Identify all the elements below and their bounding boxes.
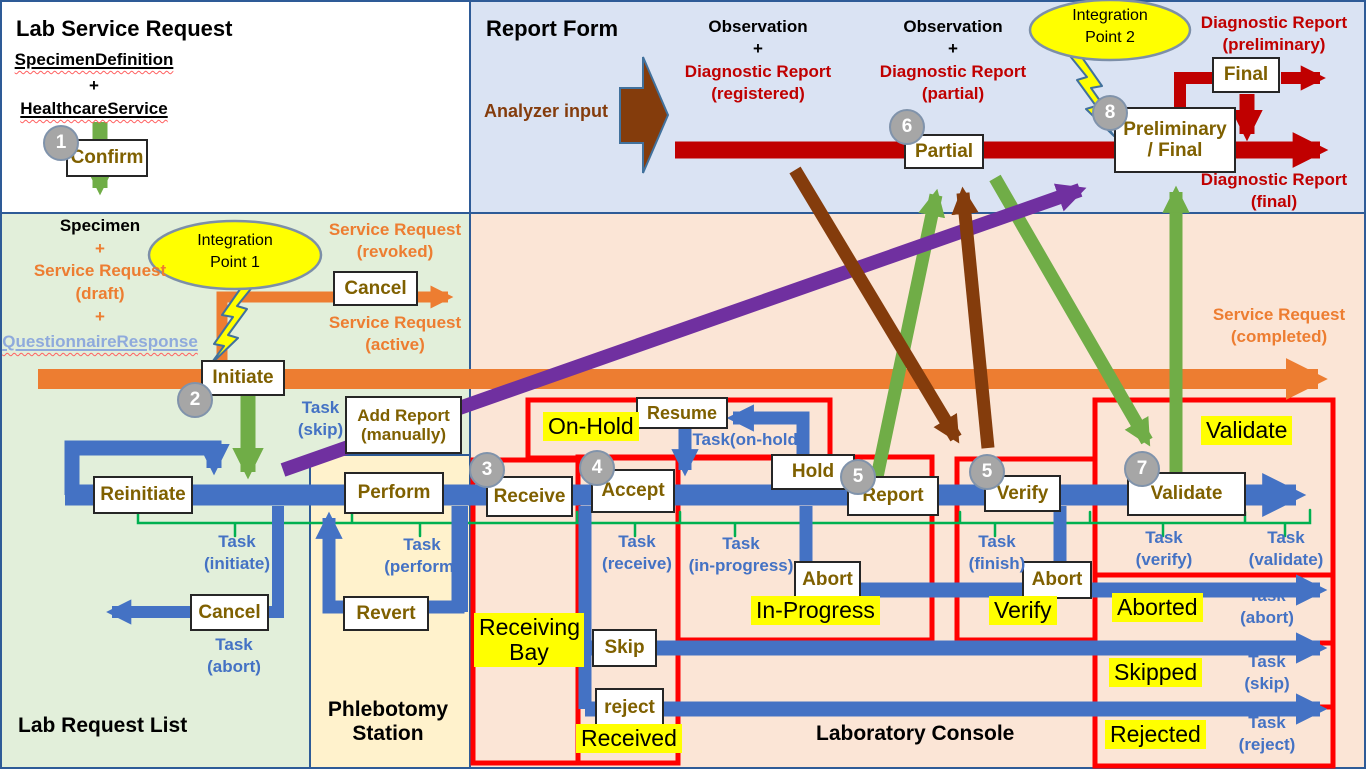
plus-sign: + (95, 239, 105, 258)
skip-box: Skip (592, 629, 657, 667)
confirm-box: Confirm (66, 139, 148, 177)
step-circle-8: 8 (1092, 95, 1128, 131)
label-analyzer-input: Analyzer input (484, 101, 609, 121)
receive-box: Receive (486, 476, 573, 517)
step-circle-5b: 5 (969, 454, 1005, 490)
task-receive: Task (receive) (602, 532, 672, 574)
label-diagnostic-partial: Diagnostic Report (partial) (879, 62, 1027, 104)
task-abort-right: Task (abort) (1240, 586, 1294, 628)
add-report-box: Add Report (manually) (345, 396, 462, 454)
integration-point-2-oval (1028, 0, 1192, 62)
state-skipped: Skipped (1109, 658, 1203, 687)
initiate-box: Initiate (201, 360, 285, 396)
label-observation-1: Observation + (708, 17, 808, 59)
perform-box: Perform (344, 472, 444, 514)
panel-title-lab-service-request: Lab Service Request (16, 16, 233, 41)
brown-arrows (789, 166, 995, 449)
task-finish: Task (finish) (968, 532, 1026, 574)
resource-service-request: Service Request (33, 261, 167, 280)
task-skip-left: Task (skip) (297, 398, 344, 440)
task-perform: Task (perform) (384, 535, 460, 577)
task-bracket (136, 508, 1312, 538)
analyzer-to-verify-arrow (789, 166, 962, 444)
integration-callouts (147, 0, 1192, 366)
label-diagnostic-registered: Diagnostic Report (registered) (684, 62, 832, 104)
task-abort-left: Task (abort) (207, 635, 261, 677)
resume-box: Resume (636, 397, 728, 429)
cancel-request-box: Cancel (333, 271, 418, 306)
preliminary-branch (1174, 72, 1214, 109)
state-aborted: Aborted (1112, 593, 1203, 622)
step-circle-5a: 5 (840, 459, 876, 495)
label-observation-2: Observation + (903, 17, 1003, 59)
reinitiate-loop (64, 440, 230, 495)
resource-healthcare-service: HealthcareService (20, 99, 168, 118)
analyzer-input-arrow (619, 56, 670, 174)
state-received: Received (576, 724, 682, 753)
verify-to-partial-arrow (951, 186, 995, 449)
final-box: Final (1212, 57, 1280, 93)
label-diagnostic-preliminary: Diagnostic Report (preliminary) (1200, 13, 1348, 55)
state-validate: Validate (1201, 416, 1293, 445)
preliminary-final-box: Preliminary / Final (1114, 107, 1236, 173)
task-on-hold: Task(on-hold) (692, 430, 804, 449)
resource-specimen-definition: SpecimenDefinition (14, 50, 174, 69)
step-circle-2: 2 (177, 382, 213, 418)
step-circle-1: 1 (43, 125, 79, 161)
panel-title-phlebotomy-station: Phlebotomy Station (327, 698, 449, 745)
reject-box: reject (595, 688, 664, 727)
state-on-hold: On-Hold (543, 412, 639, 441)
label-sr-completed: Service Request (completed) (1212, 305, 1346, 347)
integration-point-2-label: Integration Point 2 (1072, 7, 1148, 47)
revert-box: Revert (343, 596, 429, 631)
panel-title-report-form: Report Form (486, 16, 618, 41)
state-receiving-bay: Receiving Bay (474, 613, 584, 667)
task-initiate: Task (initiate) (203, 532, 271, 574)
panel-title-laboratory-console: Laboratory Console (816, 722, 1015, 745)
plus-sign: + (95, 307, 105, 326)
resource-questionnaire-response: QuestionnaireResponse (2, 332, 198, 351)
label-diagnostic-final: Diagnostic Report (final) (1200, 170, 1348, 212)
panel-title-lab-request-list: Lab Request List (18, 714, 188, 737)
state-rejected: Rejected (1105, 720, 1206, 749)
plus-sign: + (89, 76, 99, 95)
accept-box: Accept (591, 469, 675, 513)
red-state-boxes (470, 397, 1336, 769)
cancel-task-box: Cancel (190, 594, 269, 631)
task-in-progress: Task (in-progress) (688, 534, 794, 576)
report-to-validate-arrow (989, 174, 1153, 447)
integration-point-1-label: Integration Point 1 (197, 232, 273, 272)
state-verify: Verify (989, 596, 1057, 625)
reinitiate-box: Reinitiate (93, 476, 193, 514)
resource-specimen: Specimen (59, 216, 141, 235)
resource-service-request-draft: (draft) (75, 284, 125, 303)
integration-point-1-oval (147, 219, 323, 291)
cancel-abort-arrow (106, 506, 284, 625)
abort-progress-box: Abort (794, 561, 861, 599)
task-validate: Task (validate) (1248, 528, 1324, 570)
task-skip-right: Task (skip) (1244, 652, 1290, 694)
step-circle-4: 4 (579, 450, 615, 486)
lightning-bolt-1 (209, 284, 255, 366)
step-circle-7: 7 (1124, 451, 1160, 487)
step-circle-6: 6 (889, 109, 925, 145)
label-sr-revoked: Service Request (revoked) (328, 220, 462, 262)
state-in-progress: In-Progress (751, 596, 880, 625)
task-reject-right: Task (reject) (1238, 713, 1296, 755)
step-circle-3: 3 (469, 452, 505, 488)
partial-box: Partial (904, 134, 984, 169)
abort-verify-box: Abort (1022, 561, 1092, 599)
task-verify: Task (verify) (1135, 528, 1193, 570)
label-sr-active: Service Request (active) (328, 313, 462, 355)
